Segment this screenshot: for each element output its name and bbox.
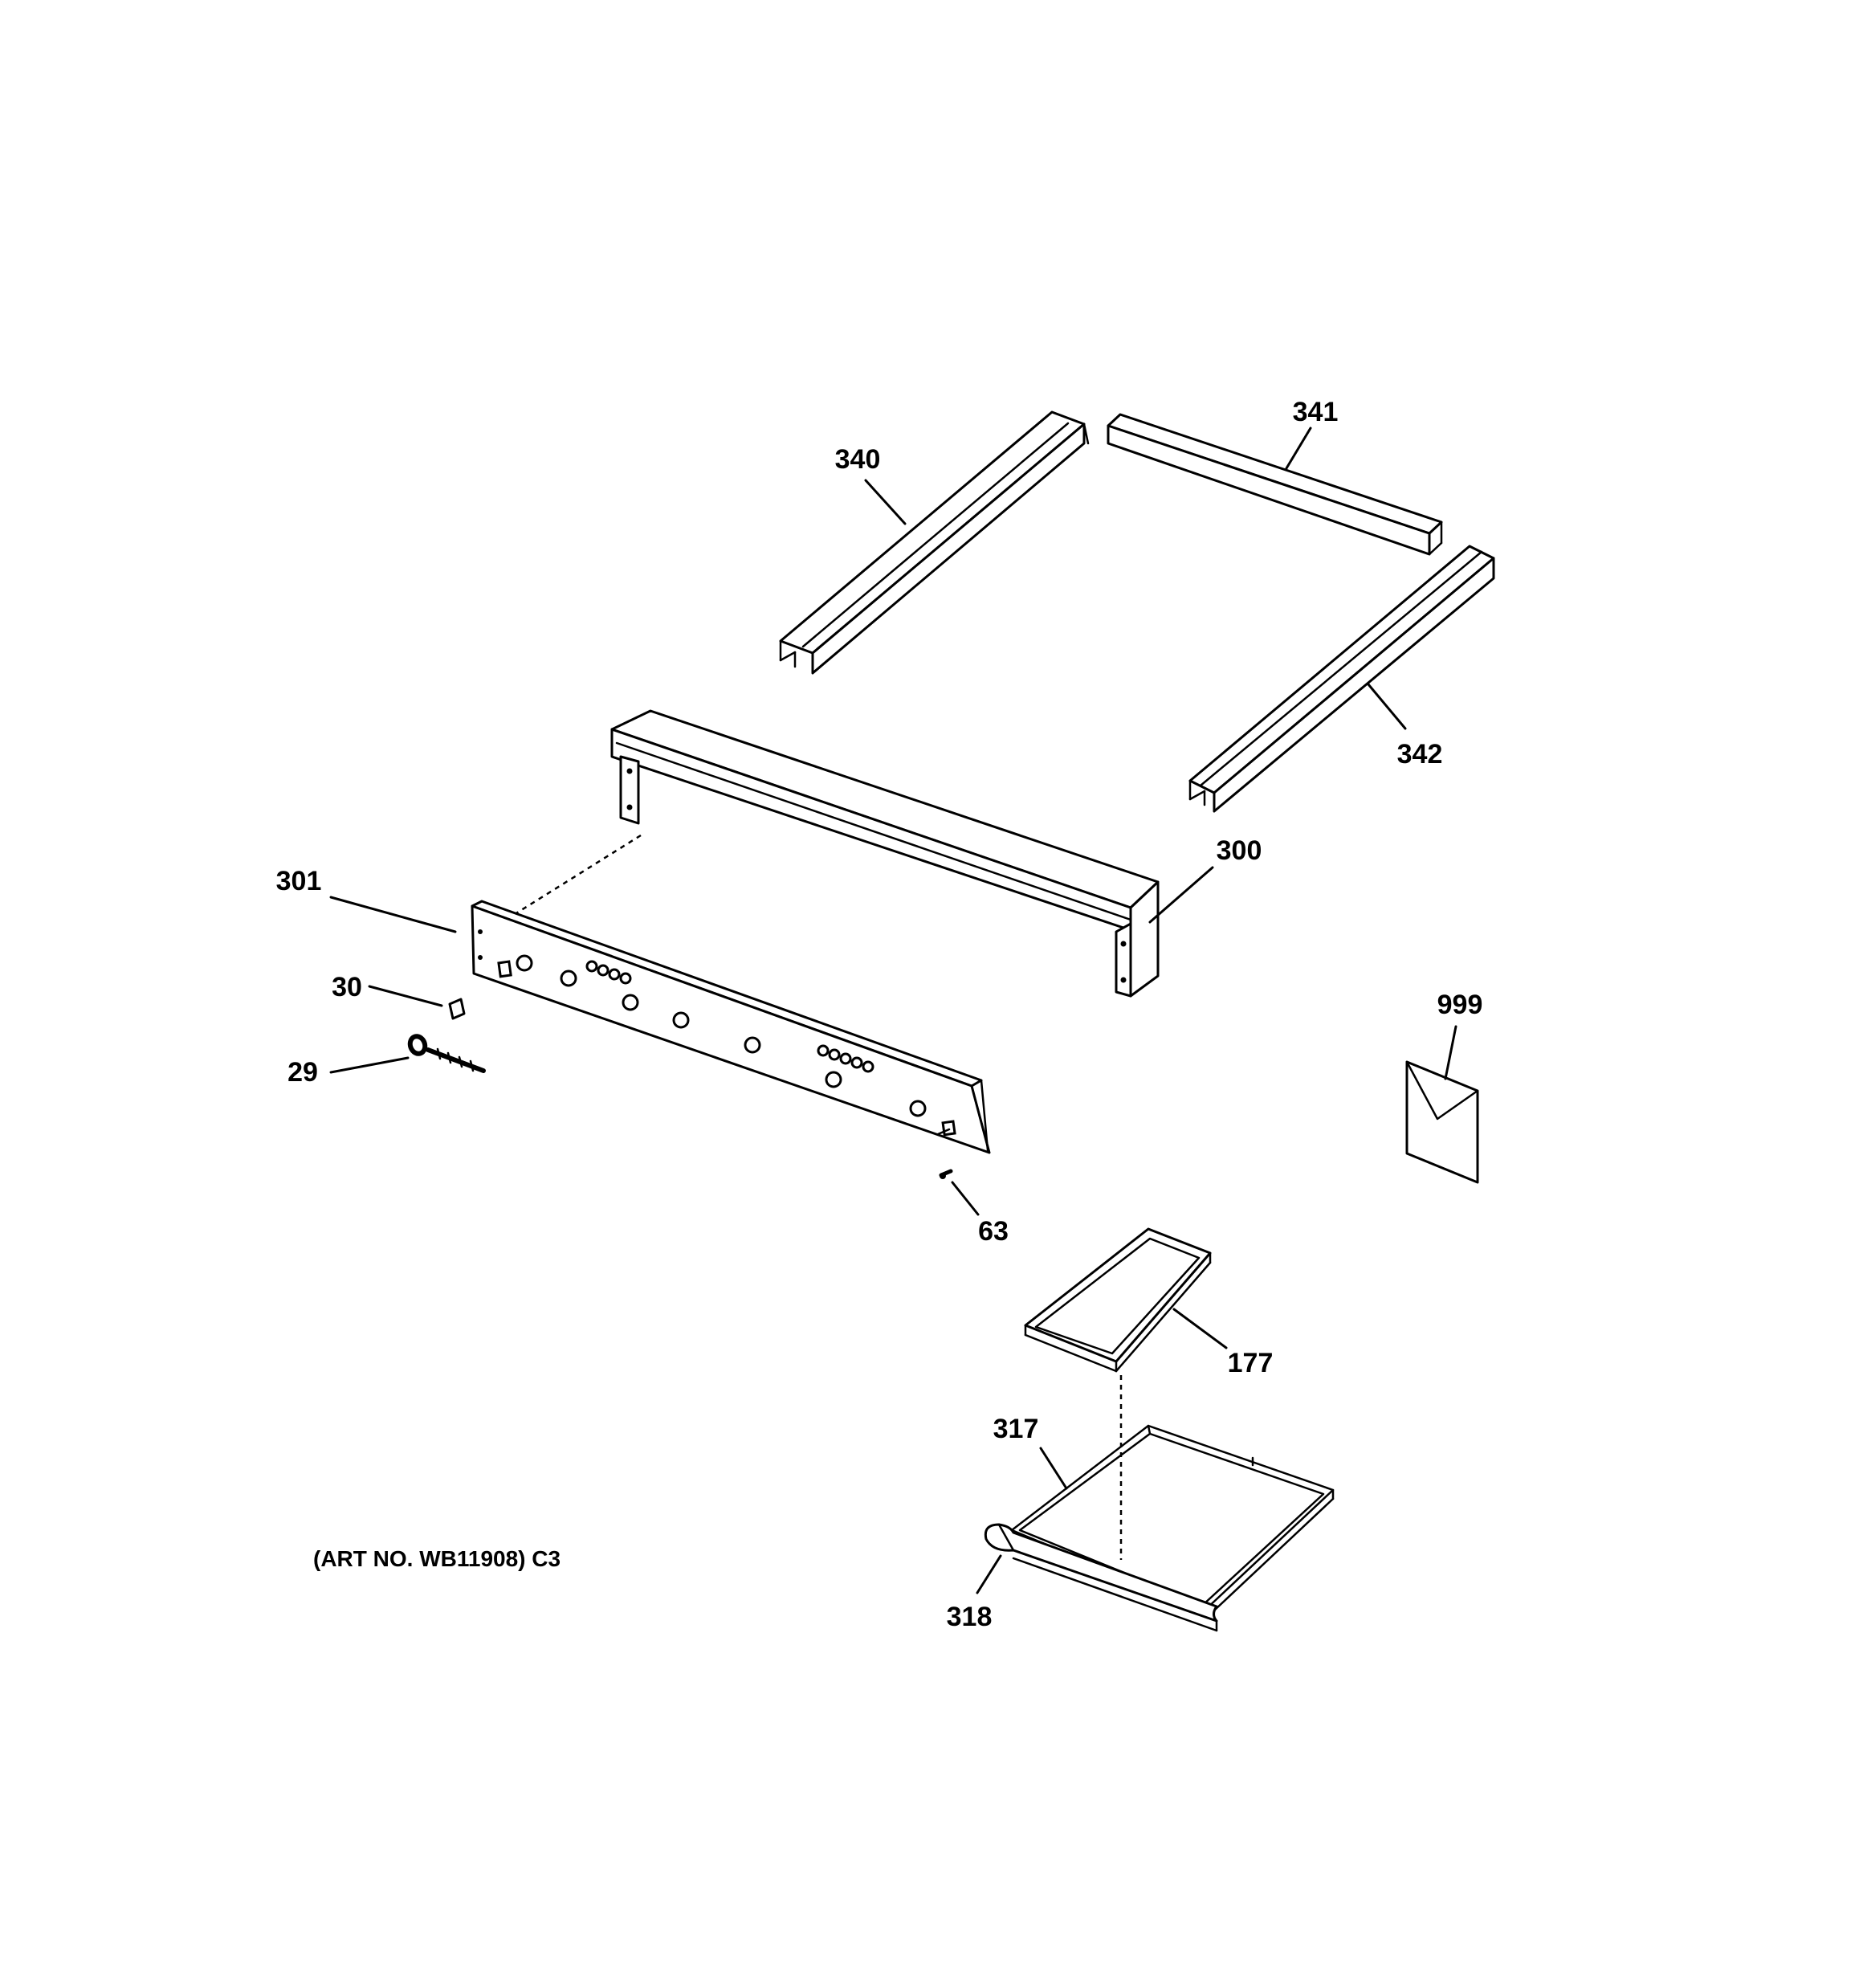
callout-301: 301: [276, 866, 322, 896]
callout-29: 29: [287, 1057, 318, 1088]
leader-999: [1444, 1025, 1457, 1080]
part-342-side-rail: [1188, 545, 1495, 813]
callout-340: 340: [835, 444, 881, 475]
leader-340: [864, 479, 907, 525]
part-63-screw: [939, 1169, 953, 1179]
callout-341: 341: [1293, 397, 1339, 427]
callout-999: 999: [1437, 990, 1483, 1020]
callout-318: 318: [947, 1602, 993, 1632]
leader-341: [1285, 427, 1312, 470]
callout-300: 300: [1217, 835, 1262, 866]
callout-63: 63: [978, 1216, 1009, 1247]
part-340-side-rail: [779, 410, 1090, 675]
callout-317: 317: [993, 1414, 1039, 1444]
leader-63: [951, 1181, 980, 1216]
part-29-knob: [407, 1034, 486, 1073]
leader-29: [329, 1056, 410, 1074]
part-177-tray: [1024, 1227, 1212, 1373]
part-999-envelope: [1405, 1060, 1479, 1184]
part-317-drawer-frame: [1010, 1424, 1335, 1612]
alignment-line-300-301: [512, 834, 642, 917]
callout-342: 342: [1397, 739, 1443, 769]
leader-342: [1367, 683, 1407, 730]
art-number-label: (ART NO. WB11908) C3: [313, 1546, 561, 1571]
leader-317: [1039, 1447, 1068, 1490]
leader-177: [1172, 1308, 1228, 1349]
callout-30: 30: [332, 972, 362, 1002]
part-318-drawer-front: [984, 1523, 1218, 1632]
part-301-control-panel: [471, 900, 991, 1154]
callout-177: 177: [1228, 1348, 1274, 1378]
part-341-back-rail: [1107, 413, 1443, 556]
leader-318: [976, 1554, 1002, 1594]
leader-301: [329, 896, 457, 933]
leader-300: [1148, 866, 1214, 924]
leader-30: [368, 985, 443, 1007]
part-300-backguard-trim: [610, 709, 1160, 998]
part-30-clip: [448, 998, 466, 1020]
